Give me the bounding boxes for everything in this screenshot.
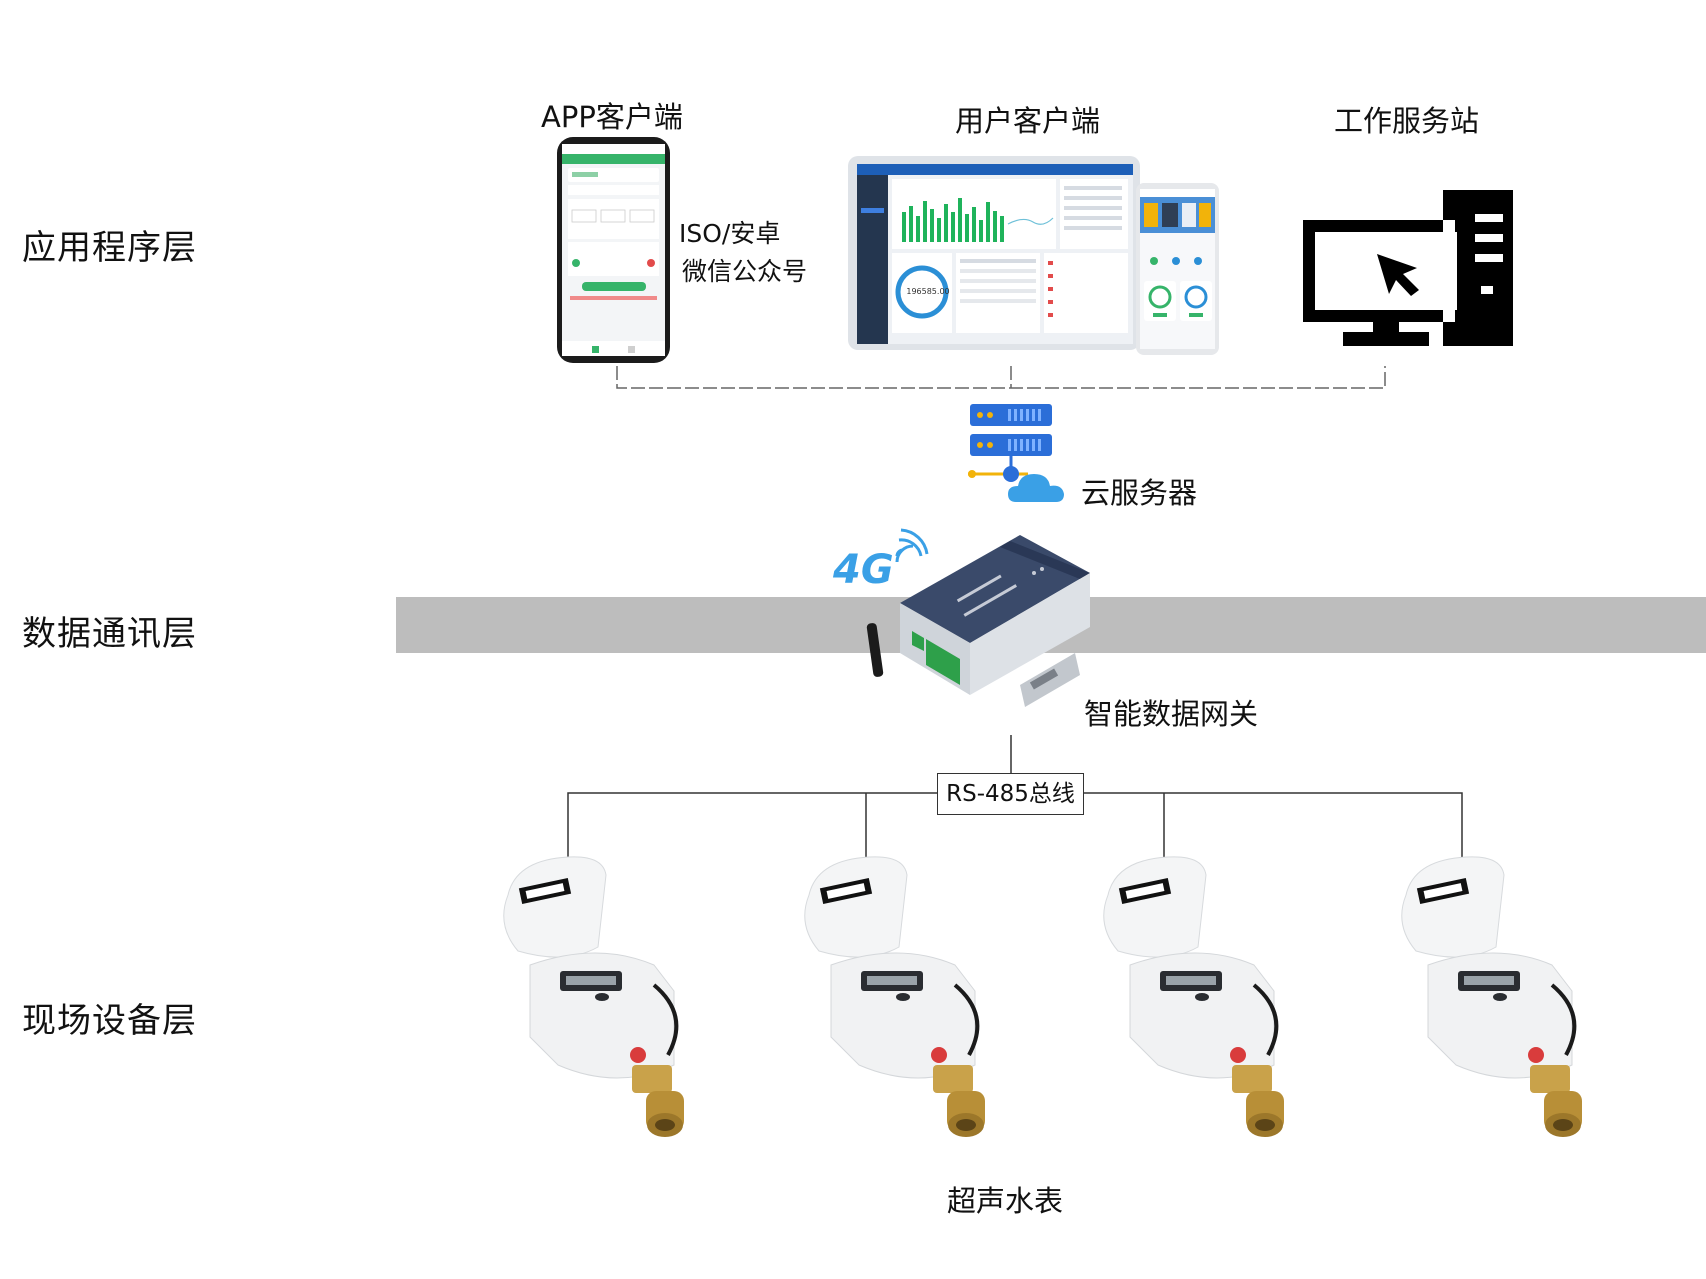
gateway-label: 智能数据网关 — [1084, 697, 1259, 731]
cloud-server-label: 云服务器 — [1081, 476, 1198, 510]
rs485-bus-line — [567, 792, 1463, 860]
water-meter-4-illustration — [1401, 856, 1582, 1137]
workstation-computer-icon — [1303, 190, 1513, 346]
water-meter-3-illustration — [1103, 856, 1284, 1137]
rs485-bus-label: RS-485总线 — [937, 773, 1084, 815]
layer-label-field: 现场设备层 — [22, 1001, 197, 1041]
wireless-signal-icon — [895, 528, 929, 562]
client-dashed-link — [616, 366, 1386, 389]
dashboard-total-value: 196585.00 — [906, 287, 950, 296]
layer-label-communication: 数据通讯层 — [22, 614, 197, 654]
water-meter-1-illustration — [503, 856, 684, 1137]
user-client-label: 用户客户端 — [955, 104, 1101, 138]
app-client-label: APP客户端 — [541, 100, 683, 134]
app-platform-note: ISO/安卓 — [679, 219, 781, 248]
gateway-device-illustration — [866, 535, 1090, 707]
cloud-server-icon — [968, 404, 1064, 502]
layer-label-application: 应用程序层 — [22, 228, 197, 268]
water-meter-2-illustration — [804, 856, 985, 1137]
water-meter-label: 超声水表 — [947, 1184, 1064, 1218]
workstation-label: 工作服务站 — [1334, 104, 1480, 138]
gateway-4g-badge: 4G — [833, 547, 894, 593]
app-wechat-note: 微信公众号 — [682, 257, 808, 286]
phone-illustration — [557, 137, 670, 363]
dashboard-tablet-illustration — [848, 156, 1140, 350]
mini-phone-illustration — [1136, 183, 1219, 355]
